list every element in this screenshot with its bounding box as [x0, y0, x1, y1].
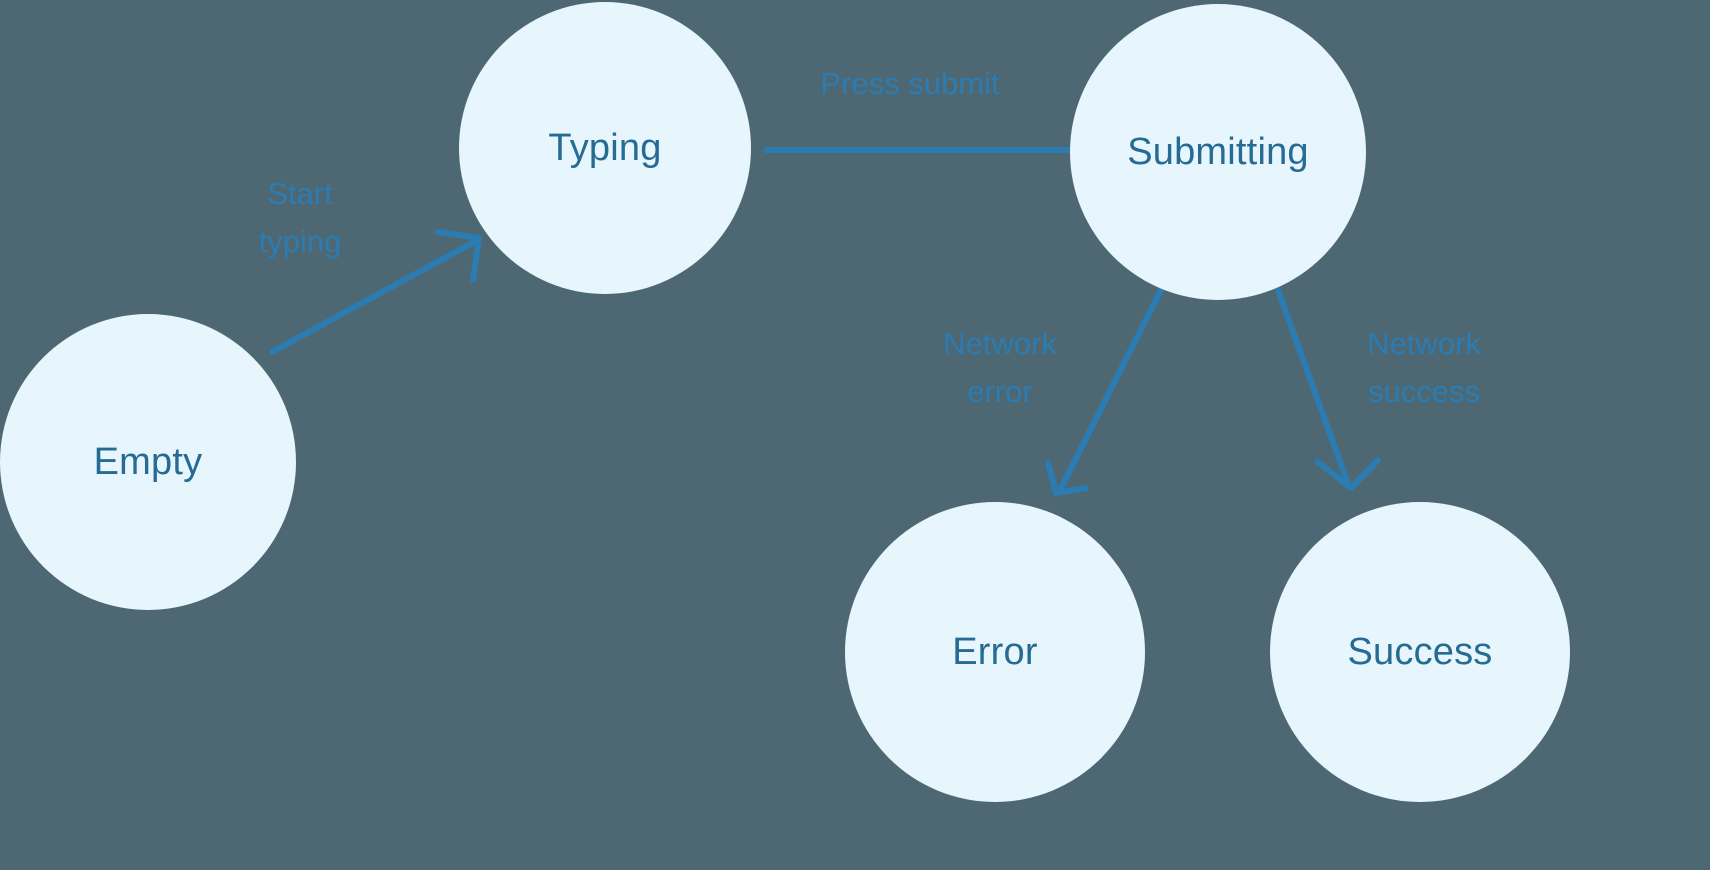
node-empty[interactable]: Empty [0, 314, 296, 610]
node-success-label: Success [1347, 631, 1493, 673]
edge-submitting-to-error [1045, 285, 1165, 496]
node-typing[interactable]: Typing [459, 2, 751, 294]
node-empty-label: Empty [93, 441, 203, 483]
node-success[interactable]: Success [1270, 502, 1570, 802]
node-error-label: Error [952, 631, 1038, 673]
edge-empty-to-typing [269, 229, 482, 355]
edge-submitting-to-success [1275, 287, 1381, 491]
node-submitting[interactable]: Submitting [1070, 4, 1366, 300]
node-submitting-label: Submitting [1127, 131, 1309, 173]
node-typing-label: Typing [548, 127, 662, 169]
node-error[interactable]: Error [845, 502, 1145, 802]
